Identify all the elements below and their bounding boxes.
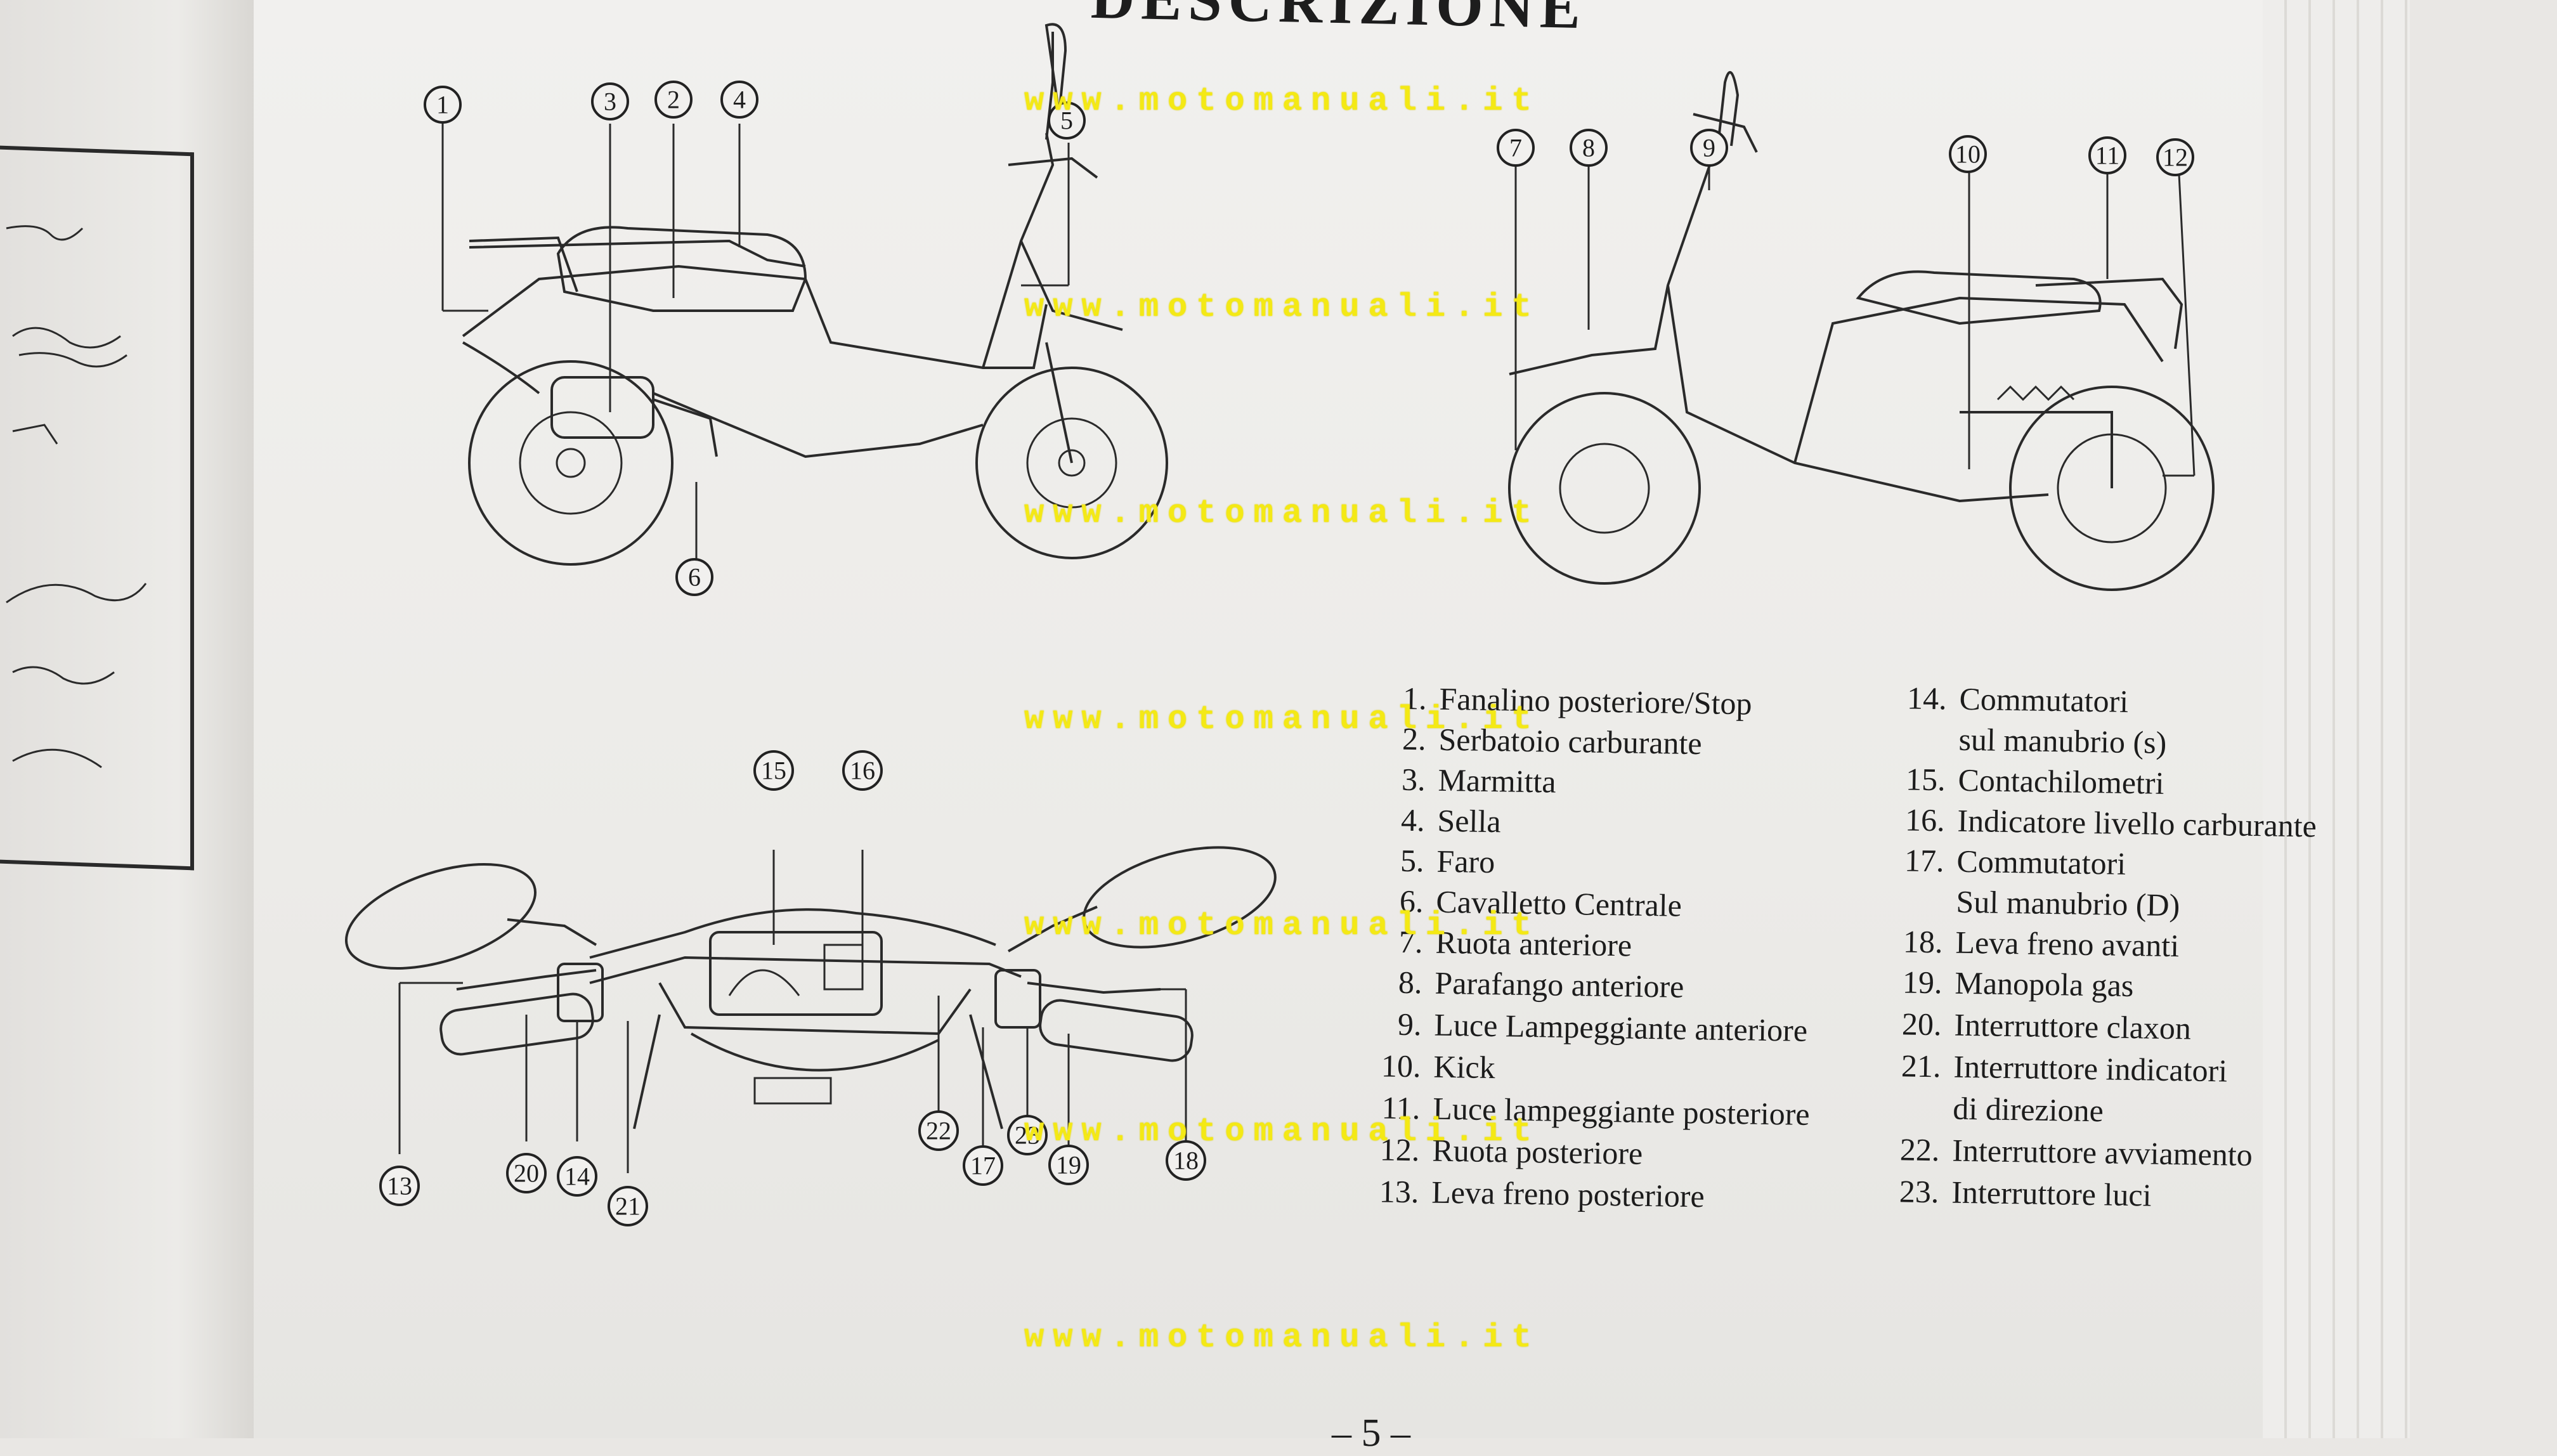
svg-text:10: 10 [1955,140,1981,169]
svg-text:22: 22 [926,1117,951,1145]
watermark-3: www.motomanuali.it [1024,495,1540,532]
callout-19: 19 [1048,1145,1089,1185]
handlebar-diagram [345,846,1277,1173]
svg-text:21: 21 [615,1192,641,1221]
callout-8: 8 [1570,129,1608,167]
callout-4: 4 [720,81,758,119]
svg-text:5: 5 [1060,107,1073,135]
callout-2: 2 [654,81,693,119]
svg-text:9: 9 [1703,134,1715,162]
svg-text:13: 13 [387,1172,412,1200]
callout-3: 3 [591,82,629,120]
svg-text:14: 14 [564,1162,590,1191]
callout-11: 11 [2088,136,2126,174]
svg-text:2: 2 [667,86,680,114]
svg-text:4: 4 [733,86,746,114]
watermark-2: www.motomanuali.it [1024,289,1540,326]
callout-22: 22 [918,1110,959,1151]
svg-text:8: 8 [1582,134,1595,162]
watermark-6: www.motomanuali.it [1024,1113,1540,1150]
callout-23: 23 [1007,1115,1048,1155]
callout-10: 10 [1949,135,1987,173]
callout-13: 13 [379,1166,420,1206]
svg-text:6: 6 [688,563,701,592]
callout-20: 20 [506,1153,547,1193]
watermark-5: www.motomanuali.it [1024,907,1540,944]
svg-text:7: 7 [1509,134,1522,162]
previous-page-edge [0,0,256,1438]
callout-21: 21 [608,1186,648,1226]
svg-text:17: 17 [970,1152,996,1180]
right-view-callouts: 7 8 9 10 11 12 [1497,129,2194,176]
callout-7: 7 [1497,129,1535,167]
handlebar-callouts: 15 16 13 20 14 21 22 17 23 19 18 [379,750,1206,1226]
svg-text:3: 3 [604,88,616,116]
callout-5: 5 [1048,101,1086,140]
svg-text:18: 18 [1173,1147,1199,1175]
background-stripes [2263,0,2410,1438]
callout-16: 16 [842,750,883,791]
svg-text:12: 12 [2163,143,2188,172]
scooter-right-side-diagram [1508,71,2215,591]
left-view-callouts: 1 3 2 4 5 6 [424,81,1086,596]
svg-text:11: 11 [2095,141,2120,170]
callout-6: 6 [675,558,713,596]
callout-18: 18 [1166,1140,1206,1181]
watermark-1: www.motomanuali.it [1024,82,1540,120]
callout-14: 14 [557,1156,597,1197]
svg-text:15: 15 [761,757,786,785]
callout-1: 1 [424,86,462,124]
svg-text:23: 23 [1015,1121,1040,1150]
svg-text:1: 1 [436,91,449,119]
callout-15: 15 [753,750,794,791]
svg-text:19: 19 [1056,1151,1081,1180]
svg-text:20: 20 [514,1159,539,1188]
page-number: – 5 – [1332,1412,1410,1455]
previous-page-sketch [6,225,147,769]
callout-9: 9 [1690,129,1728,167]
callout-12: 12 [2156,138,2194,176]
svg-text:16: 16 [850,757,875,785]
scooter-left-side-diagram [441,23,1168,566]
watermark-7: www.motomanuali.it [1024,1319,1540,1356]
callout-17: 17 [963,1145,1003,1186]
watermark-4: www.motomanuali.it [1024,701,1540,738]
